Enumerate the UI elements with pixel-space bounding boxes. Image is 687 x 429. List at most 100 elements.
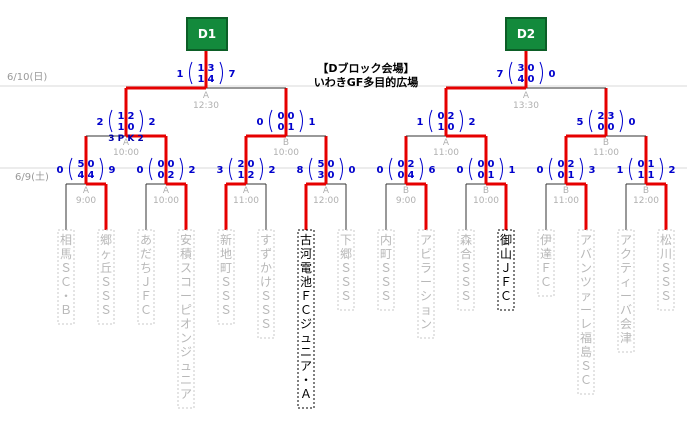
first-match-5-half1-left: 0 [398, 159, 405, 170]
semi-match-2-half2-right: 1 [288, 122, 295, 133]
final-match-1-paren-left [189, 61, 193, 85]
block-d1-box[interactable] [186, 17, 228, 51]
team-name: 郷ヶ丘ＳＳＳ [100, 233, 112, 317]
semi-match-1-paren-right [139, 109, 143, 133]
semi-match-3-half1-left: 0 [438, 111, 445, 122]
first-match-4-court: A [323, 186, 330, 196]
team-box[interactable] [497, 229, 515, 311]
team-5[interactable]: 新地町ＳＳＳ [217, 229, 235, 325]
team-box[interactable] [537, 229, 555, 297]
first-match-2-paren-right [179, 157, 183, 181]
team-10[interactable]: アビラーション [417, 229, 435, 339]
team-15[interactable]: アクティーバ会津 [617, 229, 635, 353]
semi-match-1-pk: 3 P K 2 [108, 134, 144, 144]
team-box[interactable] [97, 229, 115, 325]
team-box[interactable] [137, 229, 155, 325]
semi-match-4-half2-right: 0 [608, 122, 615, 133]
semi-match-1-half1-left: 1 [118, 111, 125, 122]
block-d1-label[interactable]: D1 [198, 27, 216, 41]
first-match-2-right-total: 2 [189, 165, 196, 176]
team-box[interactable] [57, 229, 75, 325]
team-name: アビラーション [420, 233, 432, 331]
semi-match-1-paren-left [109, 109, 113, 133]
team-box[interactable] [217, 229, 235, 325]
semi-match-4-half1-right: 3 [608, 111, 615, 122]
team-8[interactable]: 下郷ＳＳＳ [337, 229, 355, 311]
first-match-8-time: 12:00 [633, 196, 659, 206]
first-match-1-half1-left: 5 [78, 159, 85, 170]
semi-match-4-paren-left [589, 109, 593, 133]
team-2[interactable]: 郷ヶ丘ＳＳＳ [97, 229, 115, 325]
first-match-7-half2-right: 1 [568, 170, 575, 181]
first-match-8-half2-right: 1 [648, 170, 655, 181]
first-match-2-time: 10:00 [153, 196, 179, 206]
team-box[interactable] [377, 229, 395, 311]
first-match-4-time: 12:00 [313, 196, 339, 206]
team-box[interactable] [337, 229, 355, 311]
first-match-1-time: 9:00 [76, 196, 96, 206]
team-box[interactable] [177, 229, 195, 409]
team-name: 森合ＳＳＳ [460, 232, 472, 303]
team-box[interactable] [417, 229, 435, 339]
first-match-4-right-total: 0 [349, 165, 356, 176]
semi-match-2-right-total: 1 [309, 117, 316, 128]
first-match-2-left-total: 0 [137, 165, 144, 176]
team-box[interactable] [457, 229, 475, 311]
final-match-2-half2-left: 4 [518, 74, 525, 85]
first-match-1-paren-left [69, 157, 73, 181]
first-match-4-paren-left [309, 157, 313, 181]
first-match-1-half1-right: 0 [88, 159, 95, 170]
final-match-2-left-total: 7 [497, 69, 504, 80]
block-d2[interactable]: D2 [505, 17, 547, 51]
team-7[interactable]: 古河電池ＦＣジュニア・Ａ [297, 229, 315, 409]
first-match-8-half1-left: 0 [638, 159, 645, 170]
first-match-2-half2-left: 0 [158, 170, 165, 181]
block-d1[interactable]: D1 [186, 17, 228, 51]
block-d2-box[interactable] [505, 17, 547, 51]
team-16[interactable]: 松川ＳＳＳ [657, 229, 675, 311]
semi-match-3-half1-right: 2 [448, 111, 455, 122]
first-match-7-paren-left [549, 157, 553, 181]
team-box[interactable] [657, 229, 675, 311]
team-14[interactable]: アバンツァーレ福島ＳＣ [577, 229, 595, 395]
team-12[interactable]: 御山ＪＦＣ [497, 229, 515, 311]
first-match-8-left-total: 1 [617, 165, 624, 176]
first-match-5-half1-right: 2 [408, 159, 415, 170]
team-box[interactable] [577, 229, 595, 395]
team-11[interactable]: 森合ＳＳＳ [457, 229, 475, 311]
final-match-2-half2-right: 0 [528, 74, 535, 85]
first-day-date-label: 6/9(土) [15, 170, 49, 183]
team-box[interactable] [257, 229, 275, 339]
semi-match-4-court: B [603, 138, 609, 148]
block-d2-label[interactable]: D2 [517, 27, 535, 41]
team-6[interactable]: すずかけＳＳＳ [257, 229, 275, 339]
final-match-1-right-total: 7 [229, 69, 236, 80]
first-match-6-left-total: 0 [457, 165, 464, 176]
semi-match-2-time: 10:00 [273, 148, 299, 158]
semi-match-1-court: A [123, 138, 130, 148]
first-match-7-left-total: 0 [537, 165, 544, 176]
semi-match-4-half2-left: 0 [598, 122, 605, 133]
team-box[interactable] [617, 229, 635, 353]
semi-match-3-left-total: 1 [417, 117, 424, 128]
team-1[interactable]: 相馬ＳＣ・Ｂ [57, 229, 75, 325]
final-match-2-time: 13:30 [513, 101, 539, 111]
first-match-2-paren-left [149, 157, 153, 181]
team-name: 安積スコーピオンジュニア [180, 232, 192, 401]
semi-match-2-half1-left: 0 [278, 111, 285, 122]
first-match-8-half1-right: 1 [648, 159, 655, 170]
final-match-2-half1-right: 0 [528, 63, 535, 74]
first-match-3-paren-left [229, 157, 233, 181]
first-match-8-paren-left [629, 157, 633, 181]
team-13[interactable]: 伊達ＦＣ [537, 229, 555, 297]
team-9[interactable]: 内町ＳＳＳ [377, 229, 395, 311]
first-match-5-paren-left [389, 157, 393, 181]
semi-match-1-right-total: 2 [149, 117, 156, 128]
team-box[interactable] [297, 229, 315, 409]
first-match-7-paren-right [579, 157, 583, 181]
first-match-6-half1-right: 0 [488, 159, 495, 170]
team-4[interactable]: 安積スコーピオンジュニア [177, 229, 195, 409]
first-match-5-half2-right: 4 [408, 170, 415, 181]
team-3[interactable]: あだちＪＦＣ [137, 229, 155, 325]
final-match-2-court: A [523, 91, 530, 101]
